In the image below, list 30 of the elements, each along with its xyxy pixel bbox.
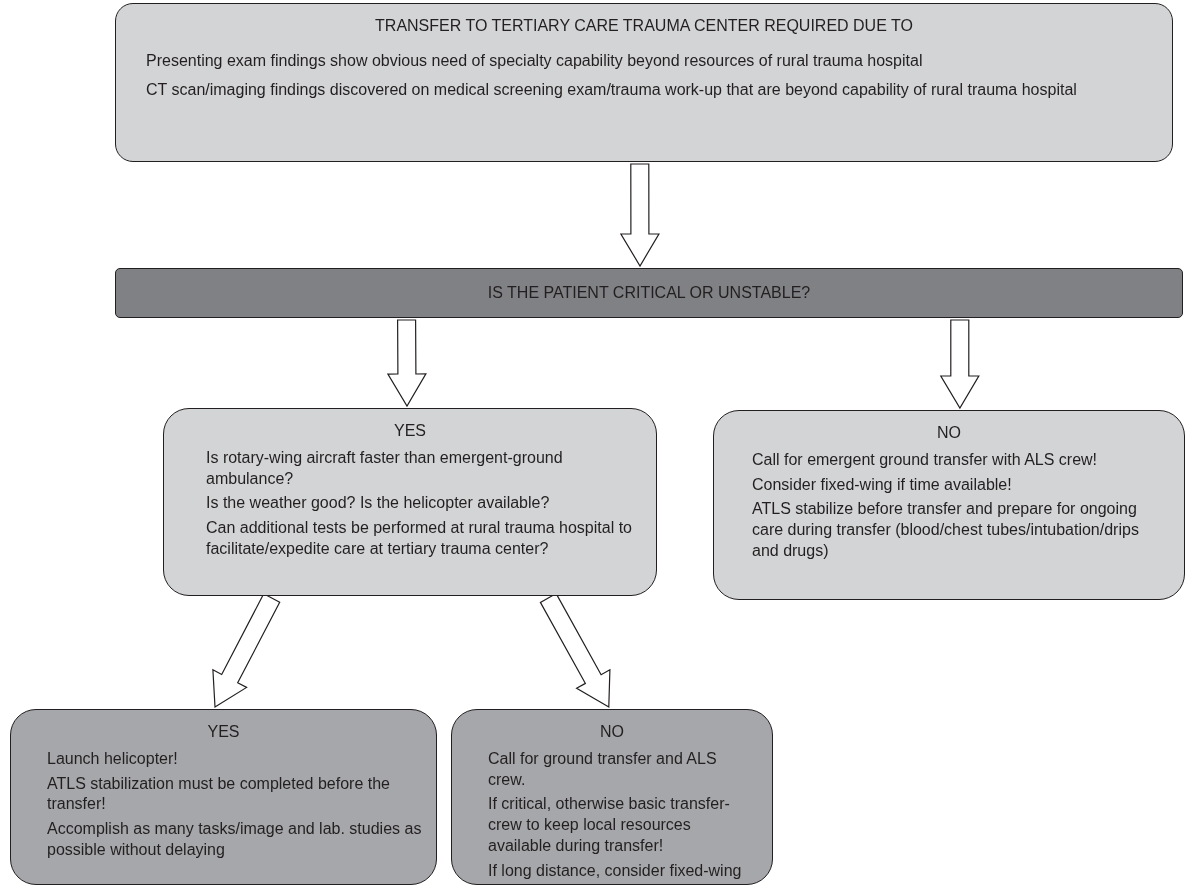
question-bar [115,268,1183,318]
box-text: Consider fixed-wing if time available! [752,474,1013,495]
box-text: Can additional tests be performed at rural trauma hospital to facilitate/expedite care at tertiary trauma center? [206,518,633,559]
box-text: Call for ground transfer and ALS crew. [488,748,718,790]
box-text: If long distance, consider fixed-wing [488,860,743,881]
box-text: ATLS stabilization must be completed before the transfer! [47,773,391,815]
box-heading: TRANSFER TO TERTIARY CARE TRAUMA CENTER REQUIRED DUE TO [375,16,913,36]
box-text: Is rotary-wing aircraft faster than emergent-ground ambulance? [206,447,564,489]
process-box [451,709,773,885]
box-heading: NO [600,722,624,742]
block-arrow [619,163,660,268]
process-box [163,408,657,596]
process-box [713,410,1185,600]
box-text: CT scan/imaging findings discovered on medical screening exam/trauma work-up that are beyond capability of rural trauma hospital [146,79,1078,100]
process-box [115,3,1173,162]
box-heading: YES [207,722,240,742]
block-arrow [212,593,281,709]
box-text: If critical, otherwise basic transfer-crew to keep local resources available during transfer! [488,794,731,856]
block-arrow [939,319,980,410]
box-heading: YES [394,421,426,441]
box-text: Is the weather good? Is the helicopter available? [206,493,551,514]
question-text: IS THE PATIENT CRITICAL OR UNSTABLE? [487,282,811,303]
box-heading: NO [937,423,961,443]
box-text: Accomplish as many tasks/image and lab. studies as possible without delaying [47,819,422,860]
block-arrow [386,319,427,408]
box-text: Launch helicopter! [47,748,179,769]
box-text: Presenting exam findings show obvious need of specialty capability beyond resources of rural trauma hospital [146,50,924,71]
process-box [10,709,437,885]
box-text: Call for emergent ground transfer with ALS crew! [752,449,1099,470]
box-text: ATLS stabilize before transfer and prepare for ongoing care during transfer (blood/chest tubes/intubation/drips and drugs) [752,499,1140,561]
